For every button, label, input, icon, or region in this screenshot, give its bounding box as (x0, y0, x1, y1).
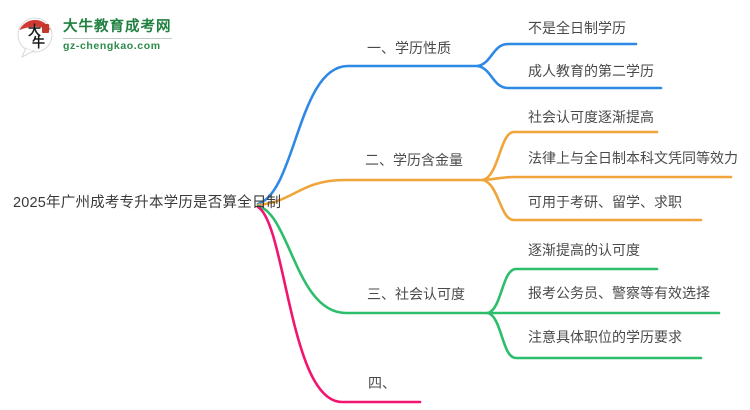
branch4-label: 四、 (368, 375, 396, 391)
branch1-child1-label: 不是全日制学历 (528, 20, 626, 36)
branch3-child1-label: 逐渐提高的认可度 (528, 242, 640, 258)
logo-domain: gz-chengkao.com (63, 40, 161, 52)
branch2-child3-label: 可用于考研、留学、求职 (528, 194, 682, 210)
central-topic: 2025年广州成考专升本学历是否算全日制 (13, 195, 282, 211)
branch2-child3-line (481, 178, 703, 222)
branch3-line (256, 204, 490, 315)
logo-title: 大牛教育成考网 (63, 19, 172, 39)
branch3-child3-line (486, 311, 703, 360)
branch2-label: 二、学历含金量 (365, 152, 463, 168)
branch1-label: 一、学历性质 (367, 40, 451, 56)
branch2-line (256, 178, 485, 207)
branch2-child1-line (481, 130, 659, 182)
branch1-line (256, 64, 480, 206)
branch1-child2-label: 成人教育的第二学历 (528, 63, 654, 79)
branch3-child1-line (486, 267, 659, 315)
branch2-child2-line (481, 175, 733, 182)
branch3-child3-label: 注意具体职位的学历要求 (528, 329, 682, 345)
logo-char-bottom: 牛 (32, 35, 45, 51)
logo-char-top: 大 (28, 23, 41, 39)
branch2-child1-label: 社会认可度逐渐提高 (528, 109, 654, 125)
branch4-line (256, 205, 422, 404)
branch1-child2-line (476, 64, 663, 90)
branch3-child2-label: 报考公务员、警察等有效选择 (528, 285, 710, 301)
logo-mark-icon: 大 牛 (17, 17, 53, 59)
branch3-label: 三、社会认可度 (367, 286, 465, 302)
branch1-child1-line (476, 42, 638, 68)
branch2-child2-label: 法律上与全日制本科文凭同等效力 (528, 150, 738, 166)
logo-text: 大牛教育成考网 gz-chengkao.com (63, 19, 172, 53)
site-logo[interactable]: 大 牛 大牛教育成考网 gz-chengkao.com (13, 13, 172, 59)
